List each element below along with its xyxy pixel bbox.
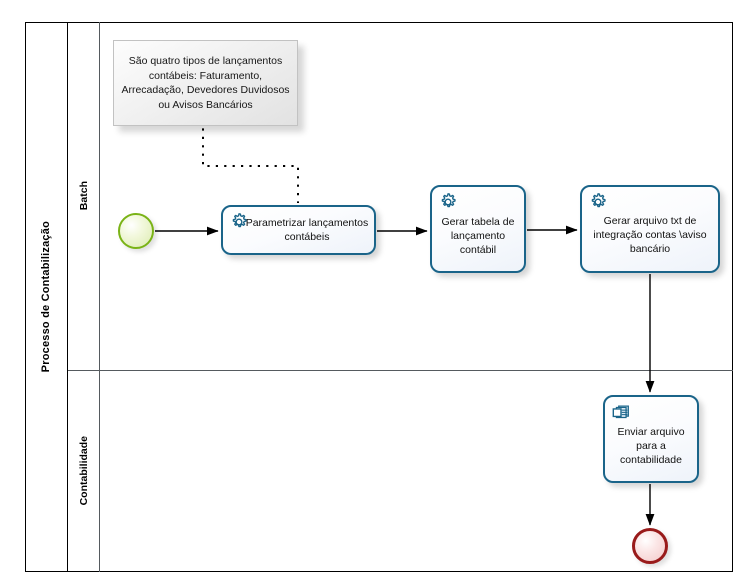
task-label: Enviar arquivo para a contabilidade bbox=[617, 426, 685, 466]
task-enviar-arquivo-contabilidade[interactable]: Enviar arquivo para a contabilidade bbox=[603, 395, 699, 483]
task-gerar-tabela-lancamento[interactable]: Gerar tabela de lançamento contábil bbox=[430, 185, 526, 273]
task-gerar-arquivo-txt[interactable]: Gerar arquivo txt de integração contas \… bbox=[580, 185, 720, 273]
gear-icon bbox=[591, 193, 606, 208]
lane-label-batch: Batch bbox=[77, 181, 90, 211]
pool-label: Processo de Contabilização bbox=[25, 22, 68, 572]
pool-label-text: Processo de Contabilização bbox=[40, 221, 52, 373]
task-parametrizar-lancamentos[interactable]: Parametrizar lançamentos contábeis bbox=[221, 205, 376, 255]
task-label: Parametrizar lançamentos contábeis bbox=[245, 217, 369, 243]
task-label: Gerar arquivo txt de integração contas \… bbox=[593, 215, 707, 255]
task-label: Gerar tabela de lançamento contábil bbox=[441, 216, 515, 256]
lane-header-batch: Batch bbox=[68, 22, 100, 370]
documents-icon bbox=[612, 405, 629, 419]
text-annotation-label: São quatro tipos de lançamentos contábei… bbox=[121, 55, 290, 111]
text-annotation: São quatro tipos de lançamentos contábei… bbox=[113, 40, 298, 126]
lane-header-contabilidade: Contabilidade bbox=[68, 370, 100, 572]
lane-label-contabilidade: Contabilidade bbox=[77, 436, 90, 506]
start-event[interactable] bbox=[118, 213, 154, 249]
end-event[interactable] bbox=[632, 528, 668, 564]
gear-icon bbox=[441, 193, 456, 208]
lane-divider bbox=[68, 370, 733, 371]
